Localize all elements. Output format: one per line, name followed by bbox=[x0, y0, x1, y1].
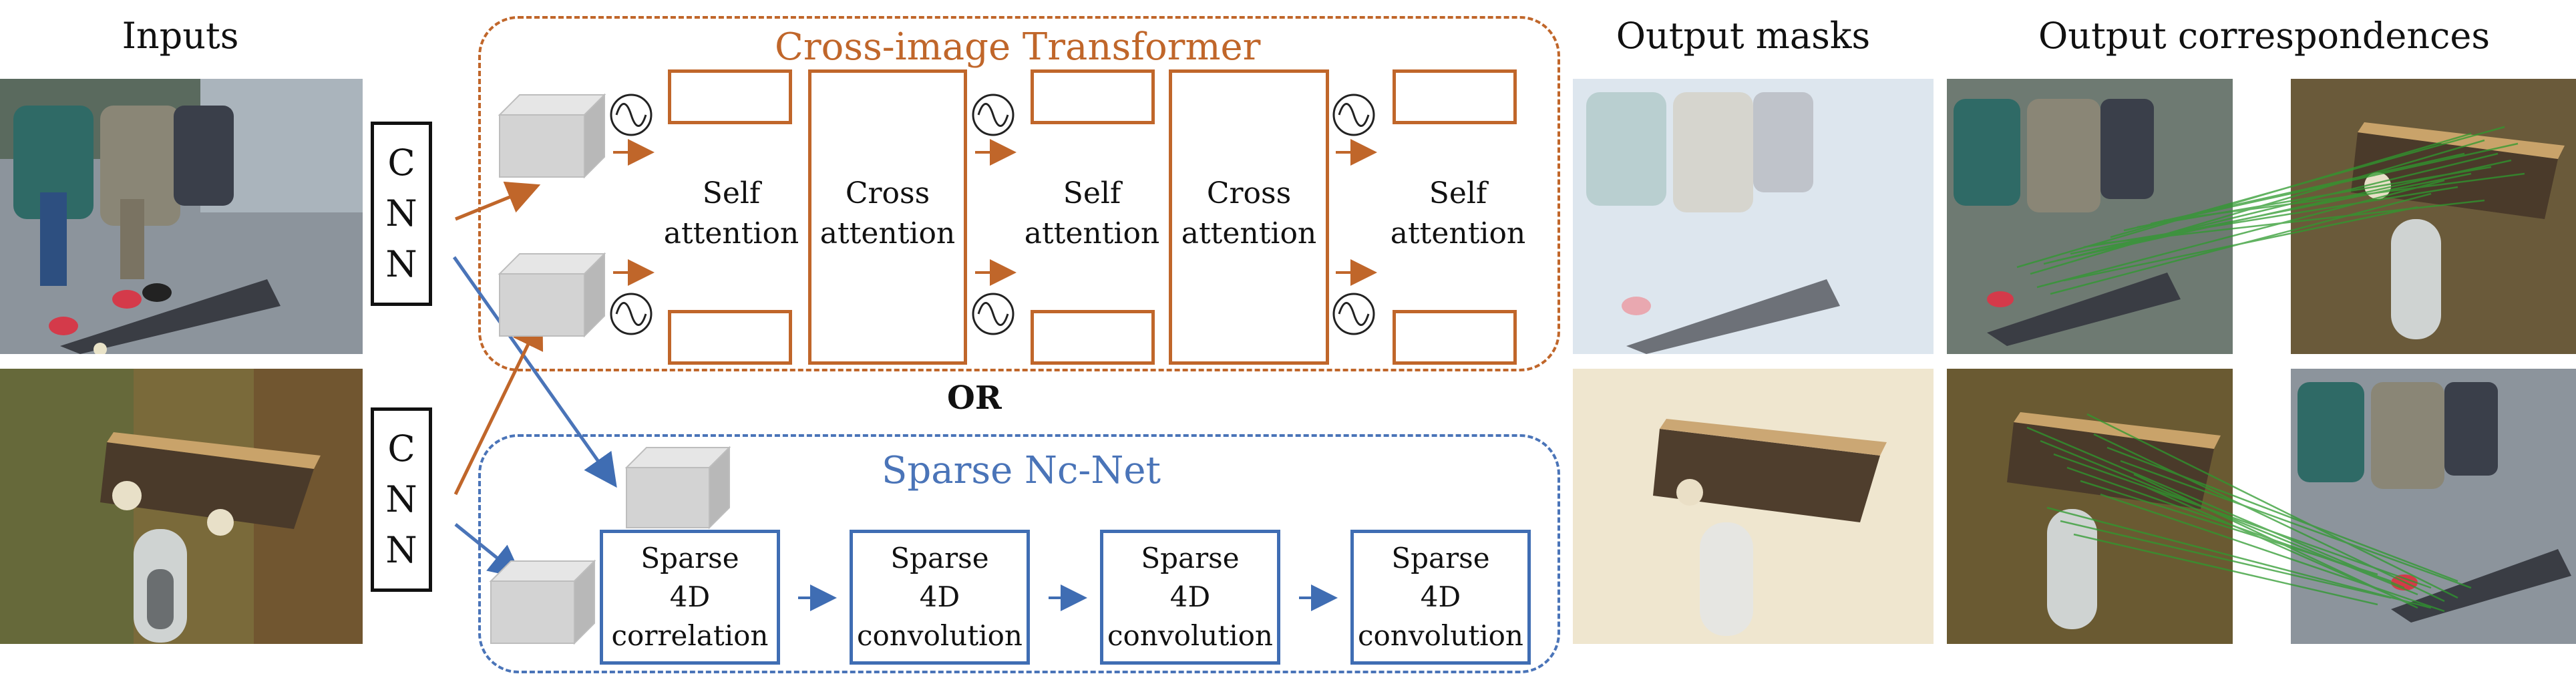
sparse-4d-convolution-block-1: Sparse 4D convolution bbox=[850, 530, 1030, 665]
sine-wave-circle-icon bbox=[972, 293, 1015, 335]
cross-attention-label-2: Cross attention bbox=[1181, 176, 1317, 250]
input-image-painted-skateboard bbox=[0, 369, 363, 644]
cross-image-transformer-panel bbox=[478, 16, 1560, 371]
correspondence-image-left-1 bbox=[1947, 79, 2233, 354]
sparse-ncnet-panel bbox=[478, 434, 1560, 673]
sparse-4d-correlation-block: Sparse 4D correlation bbox=[600, 530, 780, 665]
sine-wave-circle-icon bbox=[610, 293, 653, 335]
transformer-token-box-top-2 bbox=[1031, 69, 1155, 124]
correspondence-image-left-2 bbox=[1947, 369, 2233, 644]
output-masks-heading: Output masks bbox=[1616, 15, 1871, 57]
cnn-letter-n2: N bbox=[385, 529, 417, 571]
arrow-cnn-bottom-to-transformer bbox=[453, 315, 544, 496]
cube-icon bbox=[498, 252, 606, 338]
output-mask-image-2 bbox=[1573, 369, 1934, 644]
cross-attention-label-1: Cross attention bbox=[819, 176, 956, 250]
output-correspondences-heading: Output correspondences bbox=[2038, 15, 2491, 57]
cnn-letter-n1: N bbox=[385, 478, 417, 520]
transformer-token-box-top-1 bbox=[668, 69, 792, 124]
cube-icon bbox=[489, 559, 596, 645]
cnn-block-top: C N N bbox=[371, 122, 432, 306]
sine-wave-circle-icon bbox=[1332, 94, 1375, 136]
sparse-4d-convolution-block-3: Sparse 4D convolution bbox=[1350, 530, 1531, 665]
transformer-token-box-bottom-1 bbox=[668, 310, 792, 365]
transformer-token-box-bottom-3 bbox=[1393, 310, 1517, 365]
cnn-letter-c: C bbox=[387, 428, 415, 470]
cnn-block-bottom: C N N bbox=[371, 407, 432, 592]
cross-attention-block-2 bbox=[1169, 69, 1329, 365]
self-attention-label-1: Self attention bbox=[663, 176, 799, 250]
or-label: OR bbox=[947, 379, 1002, 417]
transformer-token-box-top-3 bbox=[1393, 69, 1517, 124]
arrow-cnn-top-to-ncnet bbox=[452, 256, 617, 488]
sine-wave-circle-icon bbox=[610, 94, 653, 136]
self-attention-label-3: Self attention bbox=[1390, 176, 1526, 250]
sine-wave-circle-icon bbox=[1332, 293, 1375, 335]
cross-attention-block-1 bbox=[808, 69, 967, 365]
transformer-title: Cross-image Transformer bbox=[775, 25, 1261, 69]
cnn-letter-n2: N bbox=[385, 243, 417, 285]
ncnet-title: Sparse Nc-Net bbox=[882, 449, 1161, 492]
output-mask-image-1 bbox=[1573, 79, 1934, 354]
input-image-skateboard-people bbox=[0, 79, 363, 354]
sparse-4d-convolution-block-2: Sparse 4D convolution bbox=[1100, 530, 1280, 665]
inputs-heading: Inputs bbox=[122, 15, 239, 57]
correspondence-image-right-2 bbox=[2291, 369, 2576, 644]
sine-wave-circle-icon bbox=[972, 94, 1015, 136]
correspondence-image-right-1 bbox=[2291, 79, 2576, 354]
transformer-token-box-bottom-2 bbox=[1031, 310, 1155, 365]
cube-icon bbox=[498, 93, 606, 179]
arrow-cnn-top-to-transformer bbox=[455, 181, 541, 221]
cube-icon bbox=[624, 446, 731, 530]
cnn-letter-c: C bbox=[387, 142, 415, 184]
cnn-letter-n1: N bbox=[385, 192, 417, 234]
self-attention-label-2: Self attention bbox=[1024, 176, 1160, 250]
